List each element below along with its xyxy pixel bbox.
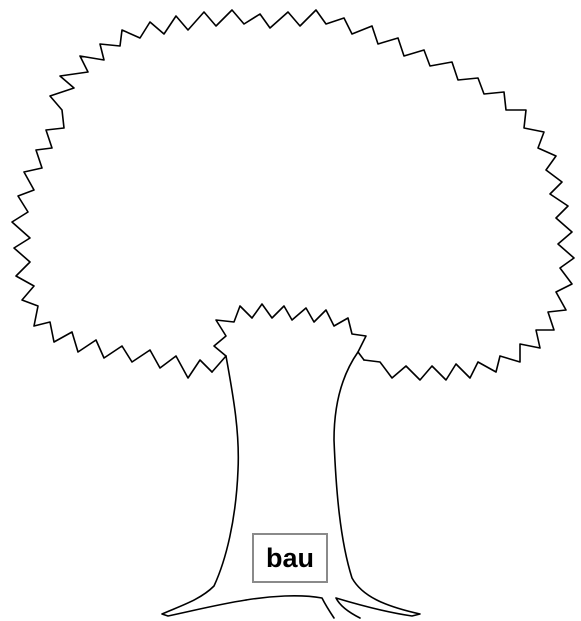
tree-canopy-underside bbox=[212, 304, 366, 372]
tree-label-box: bau bbox=[252, 533, 328, 583]
tree-root bbox=[246, 596, 334, 618]
tree-trunk-right bbox=[334, 352, 420, 618]
tree-label: bau bbox=[266, 545, 314, 572]
tree-canopy bbox=[12, 10, 574, 380]
tree-trunk-left bbox=[162, 356, 246, 616]
